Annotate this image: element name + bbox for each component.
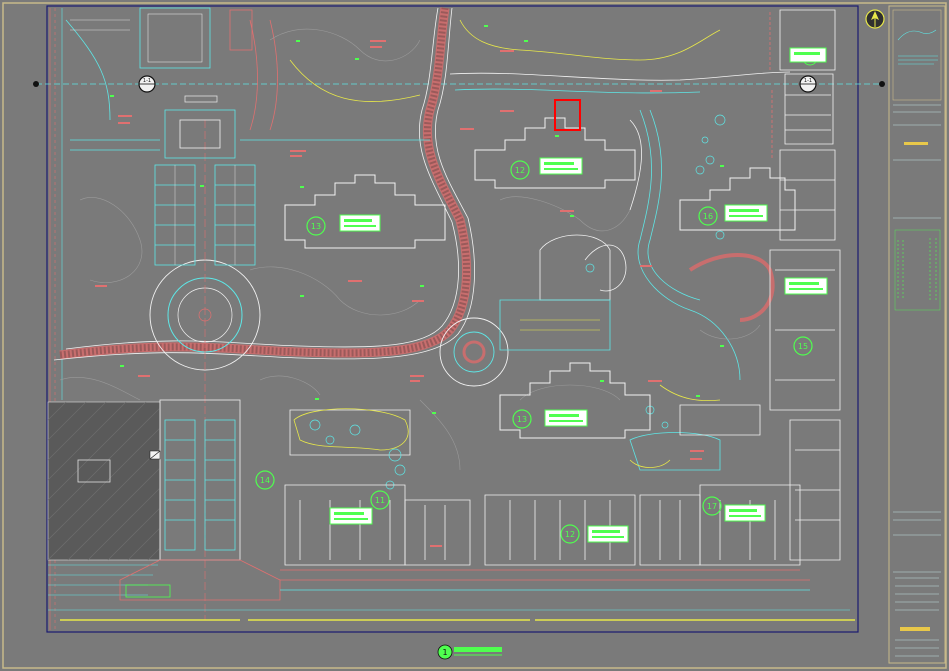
building-label-b11: 11 xyxy=(329,490,390,525)
view-title: 1 xyxy=(437,644,502,660)
building-number: 13 xyxy=(517,415,527,424)
building-number: 15 xyxy=(798,342,808,351)
grid-marker-left-label: 1-1 xyxy=(143,78,151,84)
parking-area xyxy=(47,401,161,596)
planting-area-marks xyxy=(110,25,724,414)
elevation-annotations xyxy=(95,40,704,547)
building-label-b13b: 13 xyxy=(512,409,588,429)
main-road xyxy=(53,7,475,361)
building-number: 17 xyxy=(707,502,717,511)
title-block xyxy=(888,5,946,664)
south-row-buildings xyxy=(280,484,810,591)
building-label-b17: 17 xyxy=(702,496,766,522)
east-row-buildings xyxy=(769,9,841,561)
building-number: 14 xyxy=(260,476,270,485)
roundabout-plaza xyxy=(149,120,261,620)
building-number: 16 xyxy=(703,212,713,221)
building-label-b13: 13 xyxy=(306,214,381,236)
building-label-b12b: 12 xyxy=(560,524,629,544)
terrain-contours xyxy=(59,28,761,471)
building-number: 13 xyxy=(311,222,321,231)
building-number: 12 xyxy=(565,530,575,539)
roundabout-center xyxy=(439,317,509,387)
building-label-b15: 15 xyxy=(784,277,828,356)
view-title-number: 1 xyxy=(442,648,447,657)
grid-marker-right-label: 1-1 xyxy=(804,78,812,84)
building-number: 12 xyxy=(515,166,525,175)
landscape-paths xyxy=(65,19,791,471)
tower-outlines xyxy=(284,99,796,439)
building-label-b12: 12 xyxy=(510,157,583,180)
building-number: 11 xyxy=(375,496,385,505)
planting-circles xyxy=(309,114,726,490)
bottom-edge-lines xyxy=(48,609,855,621)
building-label-b14: 14 xyxy=(255,470,275,490)
grid-marker-left: 1-1 xyxy=(138,75,156,93)
building-label-b16: 16 xyxy=(698,204,768,226)
title-block-contents xyxy=(892,9,942,657)
grid-marker-right: 1-1 xyxy=(799,75,817,93)
view-frame xyxy=(46,5,859,633)
building-labels: 12 13 16 15 13 xyxy=(255,47,828,544)
grid-axis-line xyxy=(33,81,885,87)
north-arrow-icon xyxy=(865,9,885,29)
building-label-b23: 23 xyxy=(789,47,827,66)
section-marker-icon xyxy=(149,450,161,460)
